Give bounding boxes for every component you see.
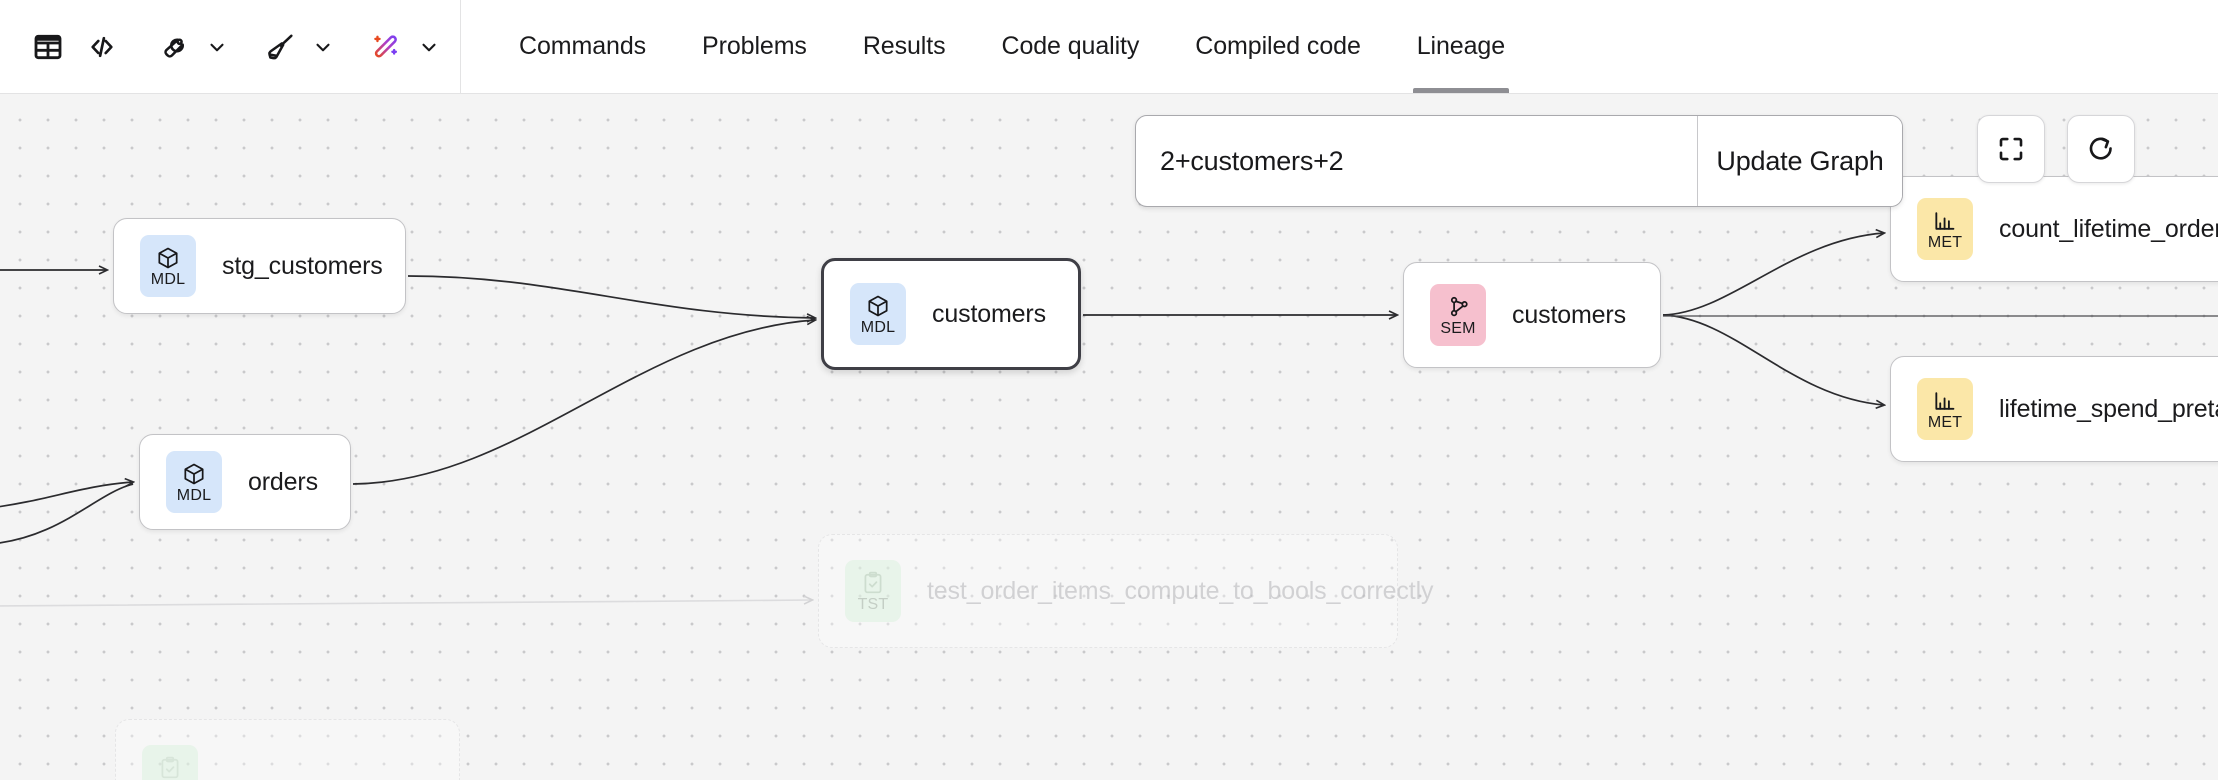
lineage-edges xyxy=(0,94,2218,607)
panel-tabs: Commands Problems Results Code quality C… xyxy=(461,0,1533,93)
node-label: orders xyxy=(248,467,318,496)
edge-semantic-to-count-lifetime-orders xyxy=(1662,233,1884,316)
node-type-badge-mdl: MDL xyxy=(166,451,222,513)
edge-semantic-to-lifetime-spend-pretax xyxy=(1662,314,1884,405)
graph-node-stg-customers[interactable]: MDL stg_customers xyxy=(113,218,406,314)
fit-screen-icon[interactable] xyxy=(1977,115,2045,183)
editor-tool-group xyxy=(0,0,461,93)
node-type-badge-tst: TST xyxy=(845,560,901,622)
chevron-down-icon-ai[interactable] xyxy=(412,21,446,73)
code-brackets-icon[interactable] xyxy=(76,21,128,73)
update-graph-button[interactable]: Update Graph xyxy=(1697,116,1902,206)
node-type-badge-sem: SEM xyxy=(1430,284,1486,346)
graph-node-test-order-items[interactable]: TST test_order_items_compute_to_bools_co… xyxy=(818,534,1434,648)
magic-wand-icon[interactable] xyxy=(360,21,412,73)
edge-stg-customers-to-customers xyxy=(407,275,815,318)
tab-lineage[interactable]: Lineage xyxy=(1389,0,1533,93)
refresh-icon[interactable] xyxy=(2067,115,2135,183)
wrench-icon[interactable] xyxy=(148,21,200,73)
node-label: customers xyxy=(1512,300,1626,329)
node-type-badge-met: MET xyxy=(1917,198,1973,260)
edge-orders-to-customers xyxy=(352,320,815,485)
node-type-badge-mdl: MDL xyxy=(850,283,906,345)
edge-offscreen-to-orders-a xyxy=(0,482,133,508)
top-toolbar: Commands Problems Results Code quality C… xyxy=(0,0,2218,94)
broom-icon[interactable] xyxy=(254,21,306,73)
graph-node-count-lifetime-orders[interactable]: MET count_lifetime_orders xyxy=(1890,176,2218,282)
node-label: lifetime_spend_pretax xyxy=(1999,394,2218,423)
edge-to-test-order-items xyxy=(0,600,812,607)
node-type-badge-mdl: MDL xyxy=(140,235,196,297)
badge-label: MET xyxy=(1927,413,1963,431)
canvas-controls xyxy=(1977,115,2135,183)
table-icon[interactable] xyxy=(22,21,74,73)
graph-node-orders[interactable]: MDL orders xyxy=(139,434,351,530)
lineage-selector-bar: Update Graph xyxy=(1135,115,1903,207)
chevron-down-icon-build[interactable] xyxy=(200,21,234,73)
tab-problems[interactable]: Problems xyxy=(702,32,807,60)
edge-offscreen-to-orders-b xyxy=(0,483,134,544)
tab-commands[interactable]: Commands xyxy=(519,32,647,60)
node-type-badge-met: MET xyxy=(1917,378,1973,440)
lineage-selector-input[interactable] xyxy=(1136,116,1697,206)
node-label: test_order_items_compute_to_bools_correc… xyxy=(927,576,1434,605)
badge-label: MDL xyxy=(860,318,896,336)
badge-label: MET xyxy=(1927,233,1963,251)
badge-label: TST xyxy=(857,595,889,613)
graph-node-customers-semantic[interactable]: SEM customers xyxy=(1403,262,1661,368)
badge-label: SEM xyxy=(1440,319,1476,337)
node-type-badge-tst: TST xyxy=(142,745,198,780)
lineage-canvas[interactable]: MDL stg_customers MDL orders MDL xyxy=(0,94,2218,780)
badge-label: MDL xyxy=(150,270,186,288)
graph-node-bottom-partial[interactable]: TST xyxy=(115,719,460,780)
badge-label: MDL xyxy=(176,486,212,504)
tab-compiled-code[interactable]: Compiled code xyxy=(1195,32,1361,60)
graph-node-customers-model[interactable]: MDL customers xyxy=(821,258,1081,370)
node-label: customers xyxy=(932,299,1046,328)
tab-results[interactable]: Results xyxy=(862,32,946,60)
node-label: count_lifetime_orders xyxy=(1999,214,2218,243)
graph-node-lifetime-spend-pretax[interactable]: MET lifetime_spend_pretax xyxy=(1890,356,2218,462)
chevron-down-icon-format[interactable] xyxy=(306,21,340,73)
node-label: stg_customers xyxy=(222,251,383,280)
tab-code-quality[interactable]: Code quality xyxy=(1001,32,1140,60)
